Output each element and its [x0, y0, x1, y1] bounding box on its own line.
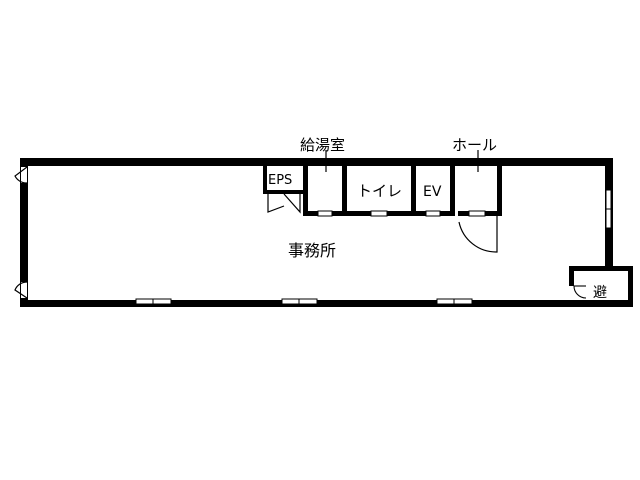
evacuation-label: 避	[593, 285, 607, 301]
eps-door	[267, 193, 301, 214]
left-door-bottom-swing	[14, 281, 28, 299]
eps-label: EPS	[268, 173, 292, 188]
outer-walls	[20, 158, 633, 307]
evac-left-wall	[569, 266, 574, 286]
bottom-wall	[20, 300, 633, 307]
windows	[135, 189, 612, 305]
leader-lines	[325, 150, 479, 172]
evac-top-wall	[569, 266, 633, 271]
evac-door	[573, 285, 587, 299]
office-label: 事務所	[288, 241, 336, 260]
elevator-label: EV	[423, 184, 442, 200]
left-wall	[20, 158, 28, 307]
hall-door	[458, 216, 498, 253]
toilet-label: トイレ	[357, 182, 402, 200]
hall-label: ホール	[452, 136, 497, 154]
left-doors	[14, 166, 28, 299]
kitchenette-label: 給湯室	[300, 136, 345, 154]
left-door-top-swing	[14, 166, 28, 184]
top-wall	[20, 158, 613, 166]
evac-right-wall	[628, 266, 633, 307]
core-openings	[317, 210, 486, 217]
